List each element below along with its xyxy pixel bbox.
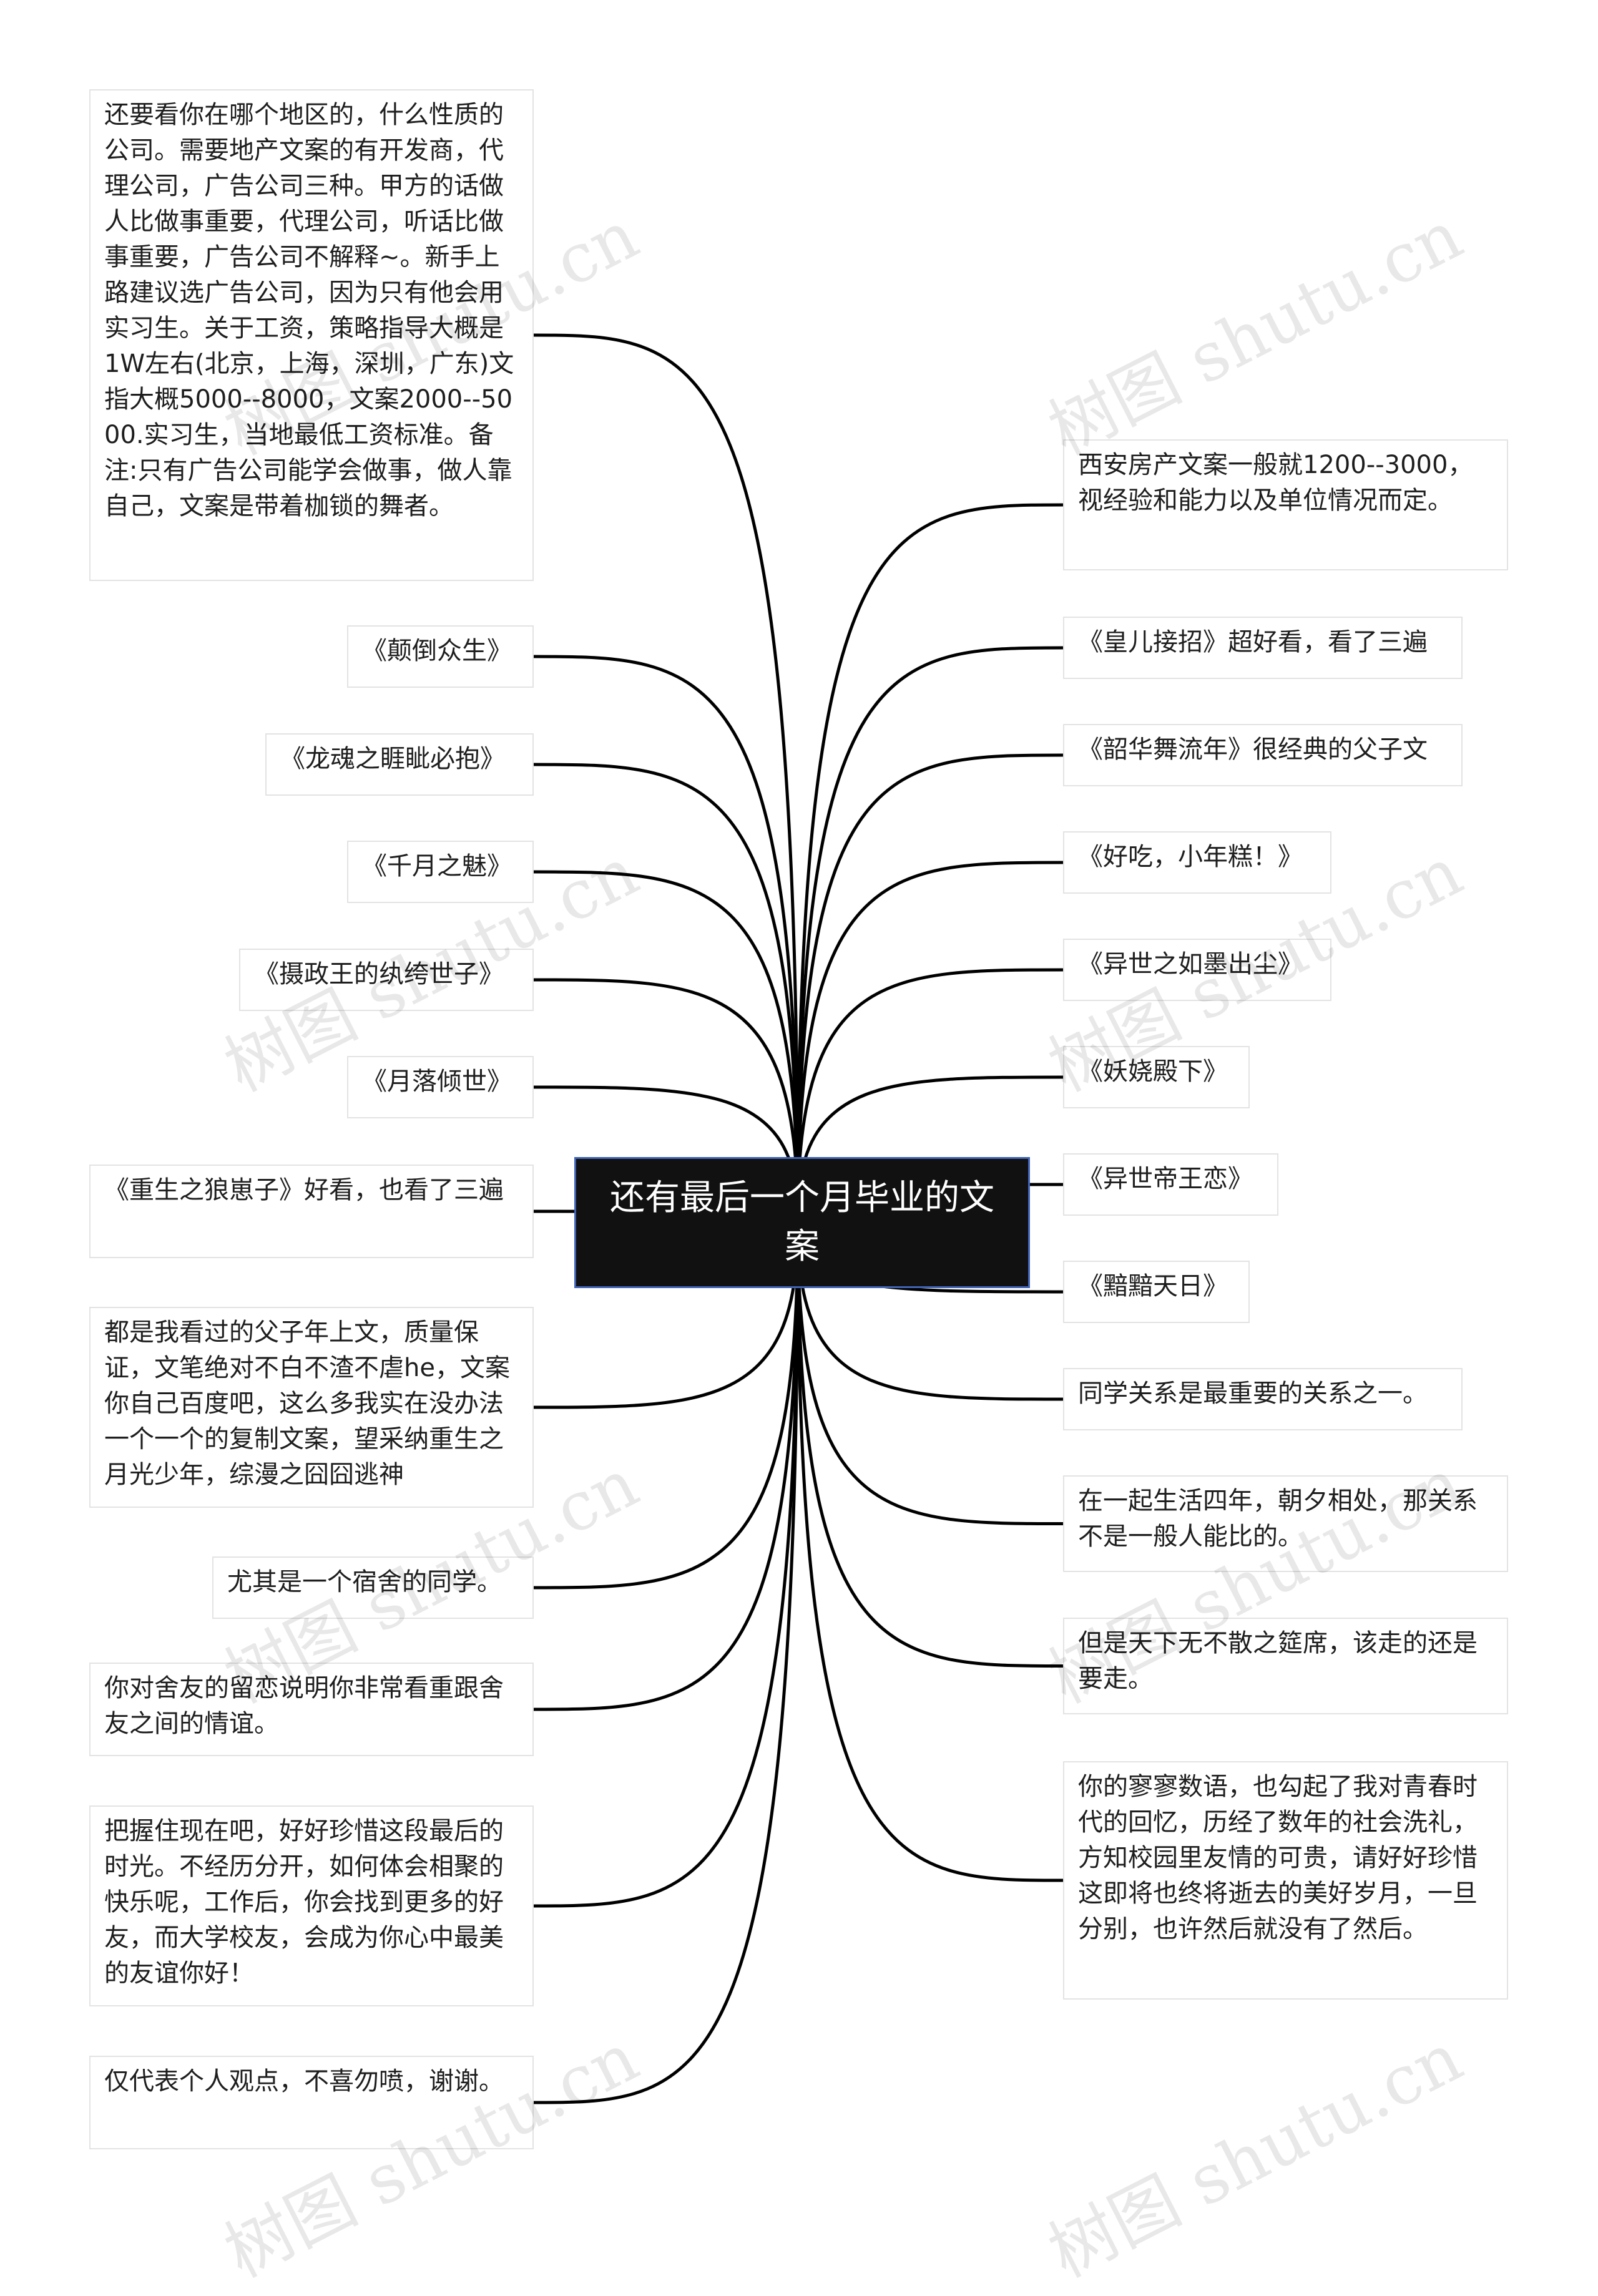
left-node-8[interactable]: 都是我看过的父子年上文，质量保证，文笔绝对不白不渣不虐he，文案你自己百度吧，这… <box>89 1307 534 1508</box>
connector-line <box>532 1227 800 2104</box>
connector-line <box>796 968 1065 1218</box>
left-node-2[interactable]: 《颠倒众生》 <box>347 625 534 688</box>
left-node-5[interactable]: 《摄政王的纨绔世子》 <box>239 949 534 1011</box>
connector-line <box>796 646 1065 1218</box>
right-node-7[interactable]: 《异世帝王恋》 <box>1063 1153 1278 1216</box>
right-node-9[interactable]: 同学关系是最重要的关系之一。 <box>1063 1368 1463 1430</box>
connector-line <box>796 1227 1065 1668</box>
connector-line <box>532 1227 800 1590</box>
connector-line <box>796 861 1065 1218</box>
connector-line <box>796 1227 1065 1882</box>
right-node-3[interactable]: 《韶华舞流年》很经典的父子文 <box>1063 724 1463 786</box>
connector-line <box>532 333 800 1218</box>
central-topic[interactable]: 还有最后一个月毕业的文案 <box>574 1157 1030 1288</box>
right-node-4[interactable]: 《好吃，小年糕！》 <box>1063 831 1331 894</box>
connector-line <box>532 1227 800 1409</box>
right-node-12[interactable]: 你的寥寥数语，也勾起了我对青春时代的回忆，历经了数年的社会洗礼，方知校园里友情的… <box>1063 1761 1508 2000</box>
left-node-9[interactable]: 尤其是一个宿舍的同学。 <box>212 1556 534 1619</box>
connector-line <box>532 1227 800 1711</box>
right-node-5[interactable]: 《异世之如墨出尘》 <box>1063 939 1331 1001</box>
connector-line <box>796 503 1065 1218</box>
connector-line <box>796 753 1065 1218</box>
right-node-1[interactable]: 西安房产文案一般就1200--3000，视经验和能力以及单位情况而定。 <box>1063 439 1508 570</box>
right-node-6[interactable]: 《妖娆殿下》 <box>1063 1046 1250 1108</box>
left-node-6[interactable]: 《月落倾世》 <box>347 1056 534 1118</box>
right-node-8[interactable]: 《黯黯天日》 <box>1063 1261 1250 1323</box>
connector-line <box>532 978 800 1218</box>
connector-line <box>796 1227 1065 1401</box>
left-node-1[interactable]: 还要看你在哪个地区的，什么性质的公司。需要地产文案的有开发商，代理公司，广告公司… <box>89 89 534 581</box>
left-node-12[interactable]: 仅代表个人观点，不喜勿喷，谢谢。 <box>89 2056 534 2149</box>
connector-line <box>532 655 800 1218</box>
right-node-11[interactable]: 但是天下无不散之筵席，该走的还是要走。 <box>1063 1618 1508 1714</box>
left-node-10[interactable]: 你对舍友的留恋说明你非常看重跟舍友之间的情谊。 <box>89 1663 534 1756</box>
connector-line <box>532 1227 800 1908</box>
central-topic-text: 还有最后一个月毕业的文案 <box>610 1178 994 1267</box>
connector-line <box>532 870 800 1218</box>
left-node-7[interactable]: 《重生之狼崽子》好看，也看了三遍 <box>89 1165 534 1258</box>
connector-line <box>532 763 800 1218</box>
left-node-3[interactable]: 《龙魂之睚眦必抱》 <box>265 733 534 796</box>
connector-line <box>796 1227 1065 1525</box>
left-node-4[interactable]: 《千月之魅》 <box>347 841 534 903</box>
left-node-11[interactable]: 把握住现在吧，好好珍惜这段最后的时光。不经历分开，如何体会相聚的快乐呢，工作后，… <box>89 1805 534 2006</box>
right-node-2[interactable]: 《皇儿接招》超好看，看了三遍 <box>1063 617 1463 679</box>
right-node-10[interactable]: 在一起生活四年，朝夕相处，那关系不是一般人能比的。 <box>1063 1475 1508 1572</box>
